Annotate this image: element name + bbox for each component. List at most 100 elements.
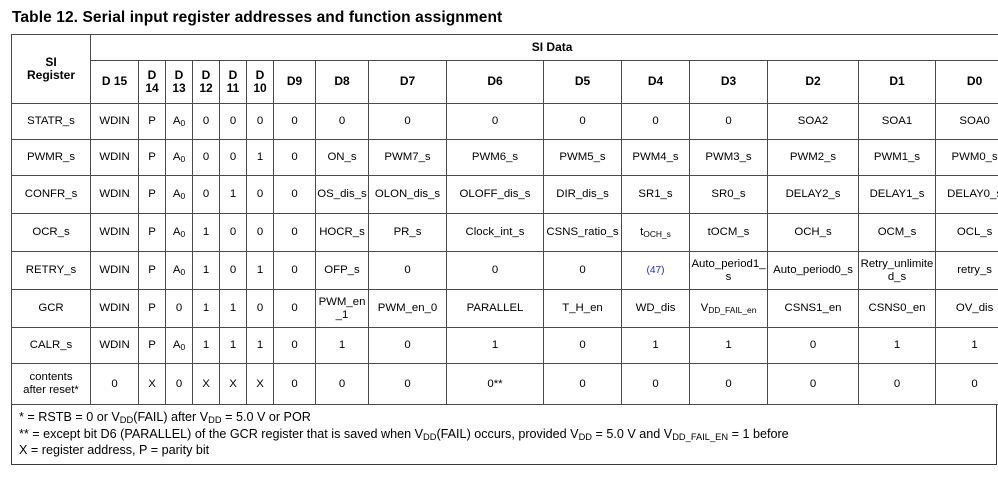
column-header-d3: D3 — [689, 60, 768, 104]
footnote2-part3: = 5.0 V and V — [592, 426, 673, 441]
table-row: contents after reset* 0 X 0 X X X 0 0 0 … — [11, 363, 998, 405]
column-header-d1: D1 — [858, 60, 936, 104]
cell-confr-d10: 0 — [246, 175, 274, 214]
cell-pwmr-d1: PWM1_s — [858, 139, 936, 176]
cell-gcr-d0: OV_dis — [934, 289, 998, 328]
row-header-ocr-s: OCR_s — [11, 213, 91, 252]
cell-ocr-d3: tOCM_s — [689, 213, 768, 252]
cell-calr-d3: 1 — [689, 327, 768, 364]
footnote1-part2: (FAIL) after V — [133, 410, 209, 424]
cell-ocr-d8: HOCR_s — [315, 213, 369, 252]
cell-pwmr-d4: PWM4_s — [621, 139, 690, 176]
column-header-d6: D6 — [446, 60, 544, 104]
cell-statr-d0: SOA0 — [934, 103, 998, 140]
table-row: PWMR_s WDIN P A0 0 0 1 0 ON_s PWM7_s PWM… — [11, 139, 998, 176]
footnote1-sub2: DD — [208, 415, 222, 426]
cell-gcr-d6: PARALLEL — [446, 289, 544, 328]
cell-confr-d1: DELAY1_s — [858, 175, 936, 214]
cell-reset-d13: 0 — [165, 363, 193, 405]
cell-retry-d10: 1 — [246, 251, 274, 290]
cell-gcr-d10: 0 — [246, 289, 274, 328]
cell-retry-d4: (47) — [621, 251, 690, 290]
cell-pwmr-d3: PWM3_s — [689, 139, 768, 176]
row-header-statr-s: STATR_s — [11, 103, 91, 140]
cell-calr-d1: 1 — [858, 327, 936, 364]
cell-ocr-d1: OCM_s — [858, 213, 936, 252]
cell-reset-d6: 0** — [446, 363, 544, 405]
cell-retry-d8: OFP_s — [315, 251, 369, 290]
footnote1-part1: * = RSTB = 0 or V — [19, 410, 120, 424]
cell-calr-d9: 0 — [273, 327, 316, 364]
footnote1-part3: = 5.0 V or POR — [221, 410, 311, 424]
cell-reset-d3: 0 — [689, 363, 768, 405]
cell-calr-d8: 1 — [315, 327, 369, 364]
cell-gcr-d3: VDD_FAIL_en — [689, 289, 768, 328]
footnote2-part4: = 1 before — [728, 426, 789, 441]
cell-retry-d2: Auto_period0_s — [767, 251, 859, 290]
column-header-d5: D5 — [543, 60, 622, 104]
cell-pwmr-d7: PWM7_s — [368, 139, 447, 176]
cell-retry-d13: A0 — [165, 251, 193, 290]
column-header-si-data: SI Data — [89, 34, 998, 61]
cell-confr-d5: DIR_dis_s — [543, 175, 622, 214]
cell-reset-d9: 0 — [273, 363, 316, 405]
cell-statr-d1: SOA1 — [858, 103, 936, 140]
cell-pwmr-d15: WDIN — [90, 139, 139, 176]
cell-pwmr-d13: A0 — [165, 139, 193, 176]
cell-confr-d14: P — [138, 175, 166, 214]
cell-confr-d11: 1 — [219, 175, 247, 214]
cell-pwmr-d2: PWM2_s — [767, 139, 859, 176]
cell-confr-d7: OLON_dis_s — [368, 175, 447, 214]
cell-reset-d5: 0 — [543, 363, 622, 405]
cell-reset-d14: X — [138, 363, 166, 405]
cell-retry-d3: Auto_period1_s — [689, 251, 768, 290]
cell-ocr-d5: CSNS_ratio_s — [543, 213, 622, 252]
cell-confr-d0: DELAY0_s — [934, 175, 998, 214]
footnote-double-asterisk: ** = except bit D6 (PARALLEL) of the GCR… — [19, 426, 989, 443]
table-row: RETRY_s WDIN P A0 1 0 1 0 OFP_s 0 0 0 (4… — [11, 251, 998, 290]
column-header-d9: D9 — [273, 60, 316, 104]
cell-gcr-d12: 1 — [192, 289, 220, 328]
cell-confr-d12: 0 — [192, 175, 220, 214]
page-title: Table 12. Serial input register addresse… — [12, 9, 503, 26]
footnote2-sub1: DD — [423, 431, 437, 442]
cell-ocr-d2: OCH_s — [767, 213, 859, 252]
row-header-retry-s: RETRY_s — [11, 251, 91, 290]
table-header-group-row: SI Register SI Data — [11, 34, 998, 104]
cell-gcr-d5: T_H_en — [543, 289, 622, 328]
cell-ocr-d14: P — [138, 213, 166, 252]
cell-gcr-d4: WD_dis — [621, 289, 690, 328]
cell-statr-d5: 0 — [543, 103, 622, 140]
cell-reset-d4: 0 — [621, 363, 690, 405]
cell-confr-d8: OS_dis_s — [315, 175, 369, 214]
cell-ocr-d12: 1 — [192, 213, 220, 252]
cell-statr-d15: WDIN — [90, 103, 139, 140]
cell-pwmr-d12: 0 — [192, 139, 220, 176]
cell-gcr-d1: CSNS0_en — [858, 289, 936, 328]
cell-ocr-d10: 0 — [246, 213, 274, 252]
cell-statr-d13: A0 — [165, 103, 193, 140]
cell-calr-d10: 1 — [246, 327, 274, 364]
cell-ocr-d15: WDIN — [90, 213, 139, 252]
cell-reset-d10: X — [246, 363, 274, 405]
cell-statr-d3: 0 — [689, 103, 768, 140]
cell-retry-d5: 0 — [543, 251, 622, 290]
cell-pwmr-d9: 0 — [273, 139, 316, 176]
cell-confr-d15: WDIN — [90, 175, 139, 214]
cell-calr-d4: 1 — [621, 327, 690, 364]
footnote2-sub2: DD — [578, 431, 593, 442]
footnote-link-47[interactable]: (47) — [646, 265, 665, 277]
cell-confr-d3: SR0_s — [689, 175, 768, 214]
cell-statr-d10: 0 — [246, 103, 274, 140]
cell-gcr-d13: 0 — [165, 289, 193, 328]
cell-retry-d11: 0 — [219, 251, 247, 290]
si-register-line1: SI — [45, 54, 57, 69]
table-row: CALR_s WDIN P A0 1 1 1 0 1 0 1 0 1 1 0 1… — [11, 327, 998, 364]
cell-calr-d0: 1 — [934, 327, 998, 364]
row-header-calr-s: CALR_s — [11, 327, 91, 364]
